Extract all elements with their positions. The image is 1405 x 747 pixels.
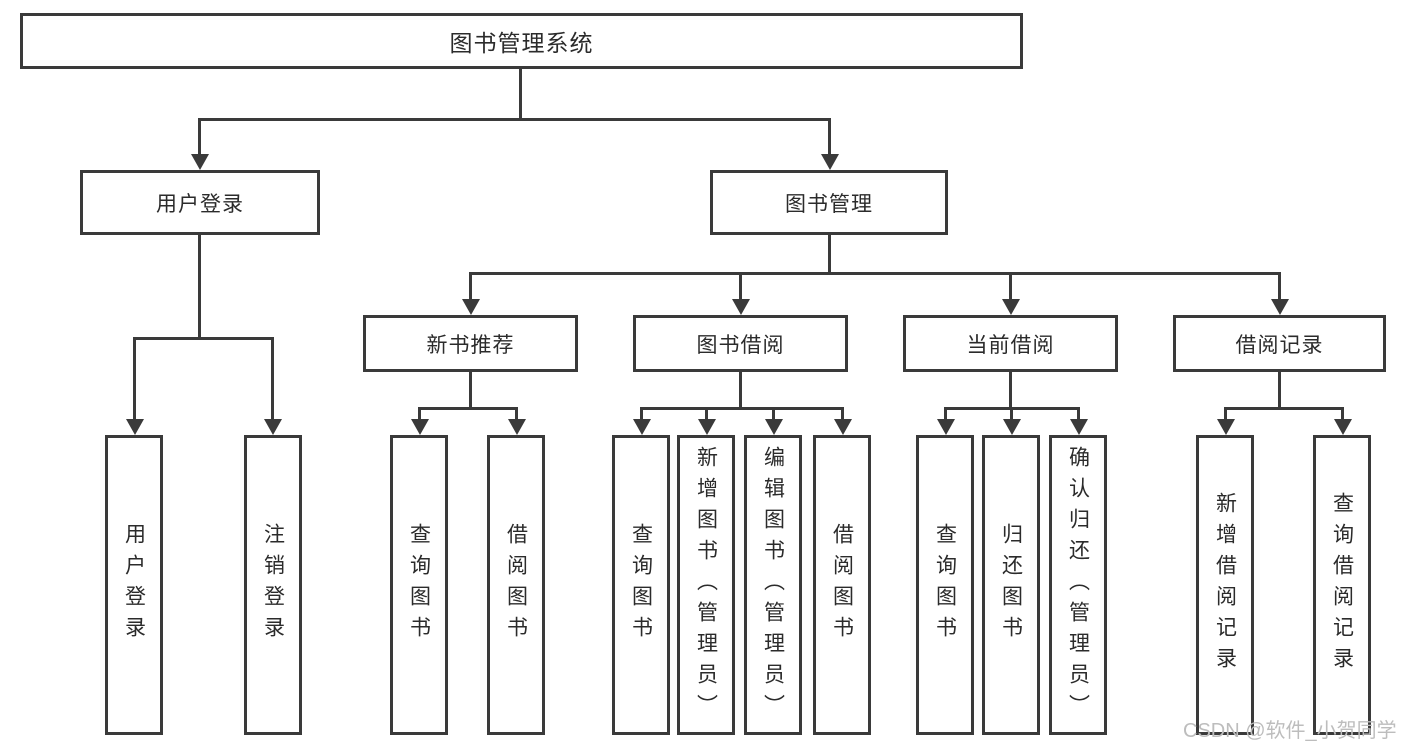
- connector-line: [1077, 407, 1080, 421]
- leaf-label: 归还图书: [999, 523, 1023, 647]
- leaf-label: 借阅图书: [830, 523, 854, 647]
- leaf-current-return-books: 归还图书: [982, 435, 1040, 735]
- leaf-records-query-borrow-record: 查询借阅记录: [1313, 435, 1371, 735]
- node-label: 图书管理系统: [449, 30, 594, 56]
- node-label: 图书借阅: [696, 333, 785, 357]
- connector-arrow-down-icon: [834, 419, 852, 435]
- connector-line: [640, 407, 843, 410]
- connector-line: [828, 235, 831, 272]
- connector-line: [1224, 407, 1343, 410]
- leaf-borrowing-borrow-books: 借阅图书: [813, 435, 871, 735]
- connector-line: [640, 407, 643, 421]
- connector-arrow-down-icon: [126, 419, 144, 435]
- connector-line: [1009, 372, 1012, 407]
- connector-line: [828, 118, 831, 156]
- csdn-watermark: CSDN @软件_小贺同学: [1183, 720, 1397, 742]
- leaf-label: 注销登录: [261, 523, 285, 647]
- connector-line: [469, 272, 472, 301]
- connector-line: [469, 272, 1281, 275]
- connector-arrow-down-icon: [264, 419, 282, 435]
- leaf-label: 新增图书（管理员）: [694, 445, 718, 725]
- node-current-borrowing: 当前借阅: [903, 315, 1118, 372]
- connector-line: [1278, 272, 1281, 301]
- connector-arrow-down-icon: [508, 419, 526, 435]
- connector-line: [1341, 407, 1344, 421]
- leaf-borrowing-query-books: 查询图书: [612, 435, 670, 735]
- connector-arrow-down-icon: [1002, 299, 1020, 315]
- connector-line: [739, 372, 742, 407]
- leaf-user-login: 用户登录: [105, 435, 163, 735]
- connector-line: [418, 407, 518, 410]
- connector-arrow-down-icon: [191, 154, 209, 170]
- leaf-label: 查询图书: [407, 523, 431, 647]
- connector-line: [705, 407, 708, 421]
- connector-line: [271, 337, 274, 421]
- connector-arrow-down-icon: [462, 299, 480, 315]
- node-label: 新书推荐: [426, 333, 515, 357]
- connector-line: [198, 118, 831, 121]
- connector-arrow-down-icon: [1271, 299, 1289, 315]
- leaf-label: 新增借阅记录: [1213, 492, 1237, 678]
- leaf-label: 编辑图书（管理员）: [761, 445, 785, 725]
- node-label: 借阅记录: [1235, 333, 1324, 357]
- connector-arrow-down-icon: [1003, 419, 1021, 435]
- connector-arrow-down-icon: [765, 419, 783, 435]
- leaf-label: 查询借阅记录: [1330, 492, 1354, 678]
- leaf-newbook-query-books: 查询图书: [390, 435, 448, 735]
- connector-line: [1009, 272, 1012, 301]
- leaf-label: 查询图书: [629, 523, 653, 647]
- leaf-logout: 注销登录: [244, 435, 302, 735]
- connector-line: [841, 407, 844, 421]
- connector-line: [133, 337, 274, 340]
- connector-arrow-down-icon: [411, 419, 429, 435]
- connector-arrow-down-icon: [821, 154, 839, 170]
- connector-arrow-down-icon: [1070, 419, 1088, 435]
- connector-line: [469, 372, 472, 407]
- node-book-management: 图书管理: [710, 170, 948, 235]
- connector-arrow-down-icon: [937, 419, 955, 435]
- leaf-borrowing-edit-books-admin: 编辑图书（管理员）: [744, 435, 802, 735]
- leaf-label: 用户登录: [122, 523, 146, 647]
- connector-arrow-down-icon: [698, 419, 716, 435]
- connector-line: [772, 407, 775, 421]
- leaf-newbook-borrow-books: 借阅图书: [487, 435, 545, 735]
- connector-arrow-down-icon: [732, 299, 750, 315]
- connector-line: [1278, 372, 1281, 407]
- node-new-book-recommendation: 新书推荐: [363, 315, 578, 372]
- node-user-login: 用户登录: [80, 170, 320, 235]
- leaf-borrowing-add-books-admin: 新增图书（管理员）: [677, 435, 735, 735]
- connector-line: [515, 407, 518, 421]
- leaf-current-confirm-return-admin: 确认归还（管理员）: [1049, 435, 1107, 735]
- connector-line: [944, 407, 947, 421]
- leaf-label: 查询图书: [933, 523, 957, 647]
- connector-arrow-down-icon: [1217, 419, 1235, 435]
- node-library-management-system: 图书管理系统: [20, 13, 1023, 69]
- node-book-borrowing: 图书借阅: [633, 315, 848, 372]
- connector-arrow-down-icon: [633, 419, 651, 435]
- connector-arrow-down-icon: [1334, 419, 1352, 435]
- connector-line: [198, 235, 201, 337]
- leaf-current-query-books: 查询图书: [916, 435, 974, 735]
- node-label: 当前借阅: [966, 333, 1055, 357]
- leaf-records-add-borrow-record: 新增借阅记录: [1196, 435, 1254, 735]
- connector-line: [198, 118, 201, 156]
- connector-line: [1010, 407, 1013, 421]
- node-label: 图书管理: [785, 192, 873, 216]
- connector-line: [739, 272, 742, 301]
- connector-line: [418, 407, 421, 421]
- node-borrowing-records: 借阅记录: [1173, 315, 1386, 372]
- connector-line: [1224, 407, 1227, 421]
- leaf-label: 确认归还（管理员）: [1066, 445, 1090, 725]
- leaf-label: 借阅图书: [504, 523, 528, 647]
- connector-line: [519, 69, 522, 118]
- node-label: 用户登录: [156, 192, 244, 216]
- connector-line: [133, 337, 136, 421]
